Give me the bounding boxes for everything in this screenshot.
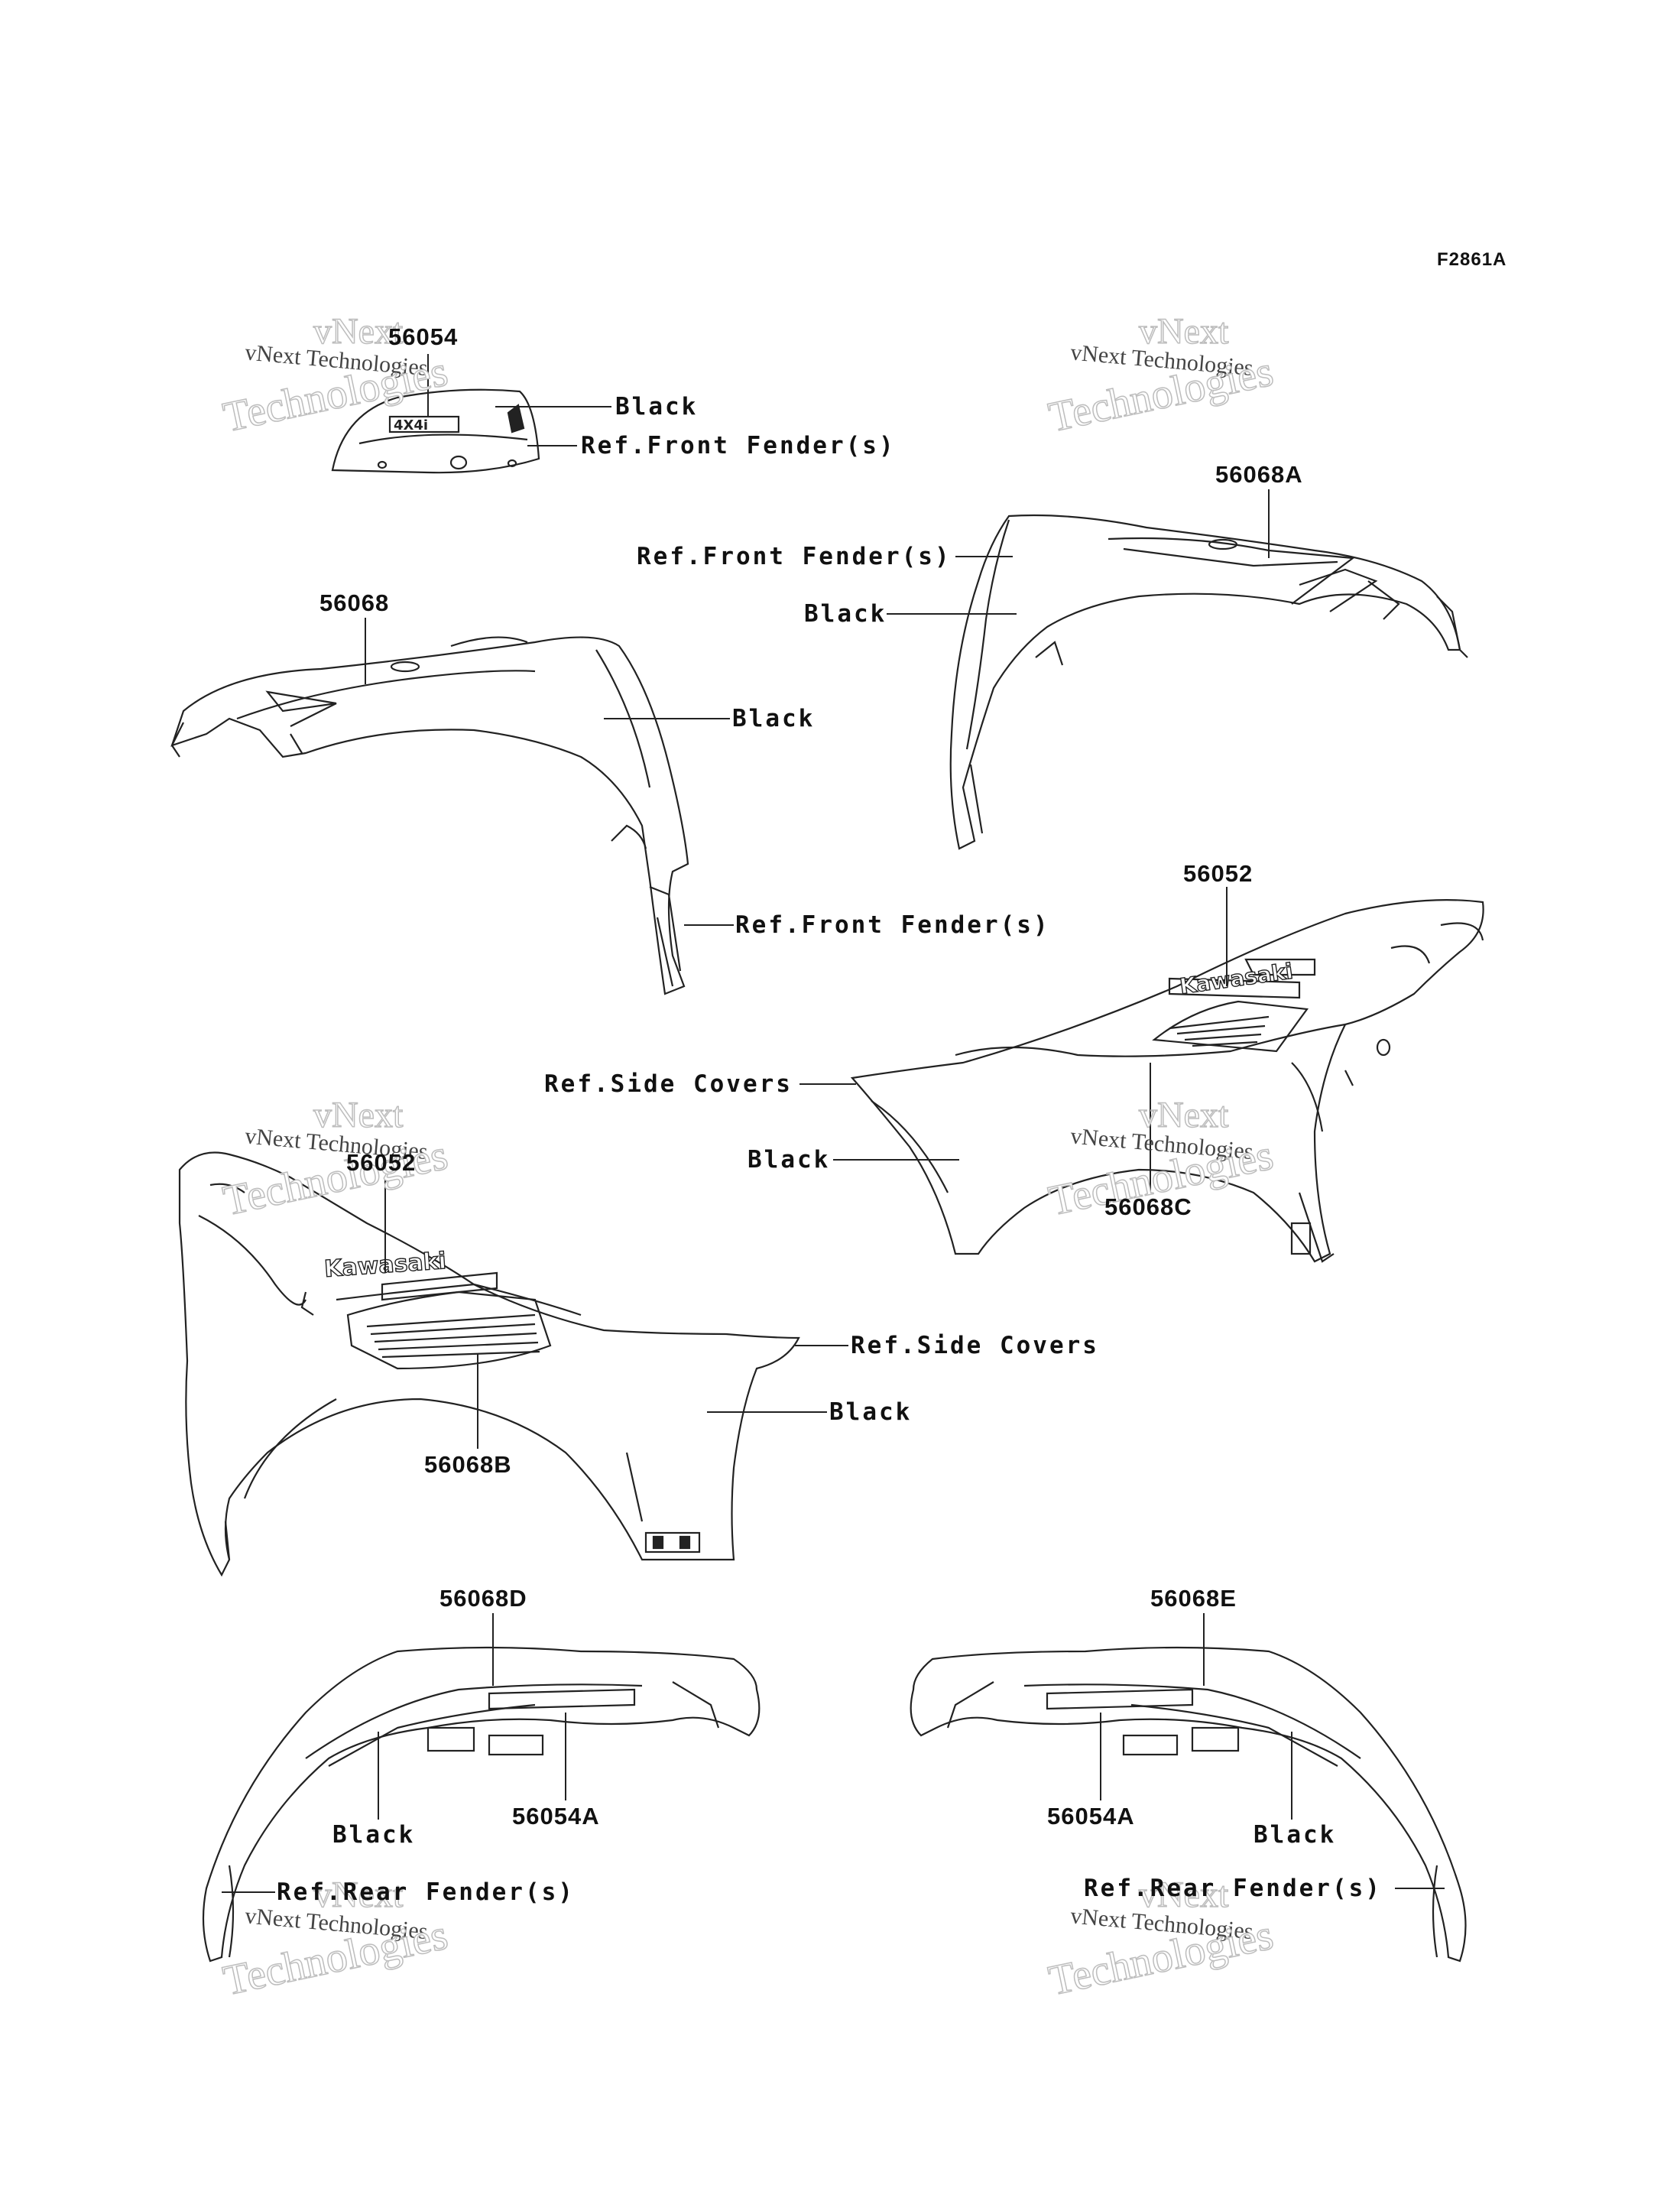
note-ref-side-covers-2: Ref.Side Covers xyxy=(851,1332,1099,1359)
note-black-56068A: Black xyxy=(804,600,887,628)
leader-lines xyxy=(222,354,1445,1893)
front-fender-left-drawing xyxy=(170,636,689,995)
note-black-rear-right: Black xyxy=(1254,1821,1337,1849)
part-number-56068: 56068 xyxy=(319,589,390,616)
note-ref-rear-fender-right: Ref.Rear Fender(s) xyxy=(1084,1875,1382,1902)
note-ref-front-fender-1: Ref.Front Fender(s) xyxy=(581,432,896,459)
part-number-56068C: 56068C xyxy=(1104,1193,1192,1220)
part-number-56054A-right: 56054A xyxy=(1047,1803,1135,1830)
rear-fender-right-drawing xyxy=(910,1646,1467,1963)
note-ref-front-fender-3: Ref.Front Fender(s) xyxy=(735,911,1050,939)
front-fender-right-drawing xyxy=(949,514,1468,850)
part-number-56054: 56054 xyxy=(388,323,459,350)
part-number-56052-right: 56052 xyxy=(1183,860,1254,887)
part-number-56068D: 56068D xyxy=(439,1585,527,1612)
part-number-56052-left: 56052 xyxy=(346,1149,417,1176)
note-black-right-cover: Black xyxy=(748,1146,831,1174)
front-fender-center-piece: 4X4i xyxy=(331,388,540,474)
note-black-left-cover: Black xyxy=(829,1398,913,1426)
part-number-56054A-left: 56054A xyxy=(512,1803,600,1830)
note-ref-side-covers-1: Ref.Side Covers xyxy=(544,1070,793,1098)
note-black-56054: Black xyxy=(615,393,699,420)
note-black-56068: Black xyxy=(732,705,816,732)
rear-fender-left-drawing xyxy=(202,1646,761,1963)
figure-code: F2861A xyxy=(1437,249,1507,270)
decal-4x4-text: 4X4i xyxy=(394,417,428,433)
note-ref-front-fender-2: Ref.Front Fender(s) xyxy=(637,543,952,570)
part-number-56068E: 56068E xyxy=(1150,1585,1237,1612)
side-cover-left-drawing xyxy=(178,1151,800,1577)
note-black-rear-left: Black xyxy=(332,1821,416,1849)
part-number-56068A: 56068A xyxy=(1215,461,1303,488)
side-cover-right-drawing xyxy=(850,899,1484,1263)
part-number-56068B: 56068B xyxy=(424,1451,512,1478)
note-ref-rear-fender-left: Ref.Rear Fender(s) xyxy=(277,1878,575,1906)
